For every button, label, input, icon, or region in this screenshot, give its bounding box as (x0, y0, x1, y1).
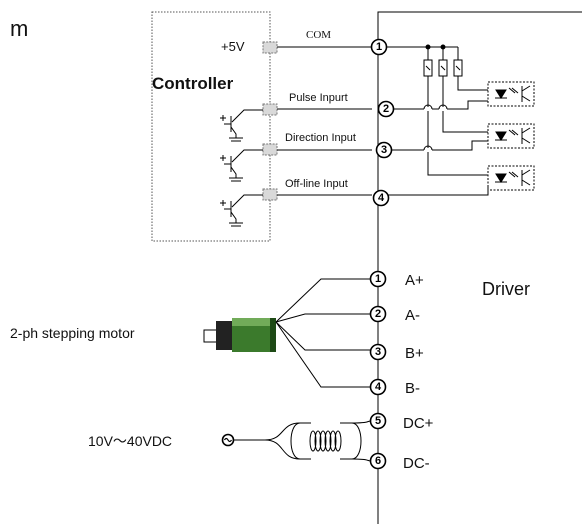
direction-label: Direction Input (285, 132, 356, 144)
power-wires (233, 420, 373, 462)
power-pin-5-label: 5 (375, 415, 381, 427)
a-plus-label: A+ (405, 272, 424, 289)
driver-internal-circuit (386, 44, 535, 196)
ac-source-icon (221, 433, 235, 447)
stepping-motor-icon (203, 318, 276, 352)
pin-4-label: 4 (378, 192, 385, 204)
connector-offline (262, 188, 278, 201)
motor-label: 2-ph stepping motor (10, 325, 135, 341)
power-pin-5 (369, 412, 387, 430)
pin-2-pulse (377, 100, 395, 118)
optocoupler-icon (495, 85, 531, 102)
motor-pin-4 (369, 378, 387, 396)
connector-pulse (262, 103, 278, 116)
dc-plus-label: DC+ (403, 415, 434, 432)
dc-minus-label: DC- (403, 455, 430, 472)
offline-label: Off-line Input (285, 178, 348, 190)
motor-wires (275, 278, 372, 388)
transistor-icon (220, 109, 263, 142)
pin-2-label: 2 (383, 103, 389, 115)
fragment-text: m (10, 16, 28, 41)
controller-box (151, 11, 271, 242)
connector-direction (262, 143, 278, 156)
motor-pin-3 (369, 343, 387, 361)
pin-3-direction (375, 141, 393, 159)
b-plus-label: B+ (405, 345, 424, 362)
b-minus-label: B- (405, 380, 420, 397)
transistor-icon (220, 149, 263, 182)
connector-com (262, 41, 278, 54)
motor-pin-4-label: 4 (375, 381, 382, 393)
motor-pin-3-label: 3 (375, 346, 381, 358)
power-label: 10V～40VDC (88, 433, 172, 449)
pin-3-label: 3 (381, 144, 387, 156)
a-minus-label: A- (405, 307, 420, 324)
driver-label: Driver (482, 279, 530, 299)
optocoupler-icon (495, 127, 531, 144)
motor-pin-1-label: 1 (375, 273, 381, 285)
power-coil-icon (309, 430, 342, 452)
controller-title: Controller (152, 74, 234, 93)
motor-pin-2-label: 2 (375, 308, 381, 320)
motor-pin-2 (369, 305, 387, 323)
pin-4-offline (372, 189, 390, 207)
pin-1-label: 1 (376, 41, 382, 53)
transistor-icon (220, 194, 263, 227)
motor-pin-1 (369, 270, 387, 288)
pulse-label: Pulse Inpurt (289, 92, 348, 104)
supply-label: +5V (221, 39, 245, 54)
driver-border (377, 11, 582, 524)
optocoupler-icon (495, 169, 531, 186)
com-label: COM (306, 29, 331, 41)
power-pin-6-label: 6 (375, 455, 381, 467)
power-pin-6 (369, 452, 387, 470)
pin-1-com (370, 38, 388, 56)
